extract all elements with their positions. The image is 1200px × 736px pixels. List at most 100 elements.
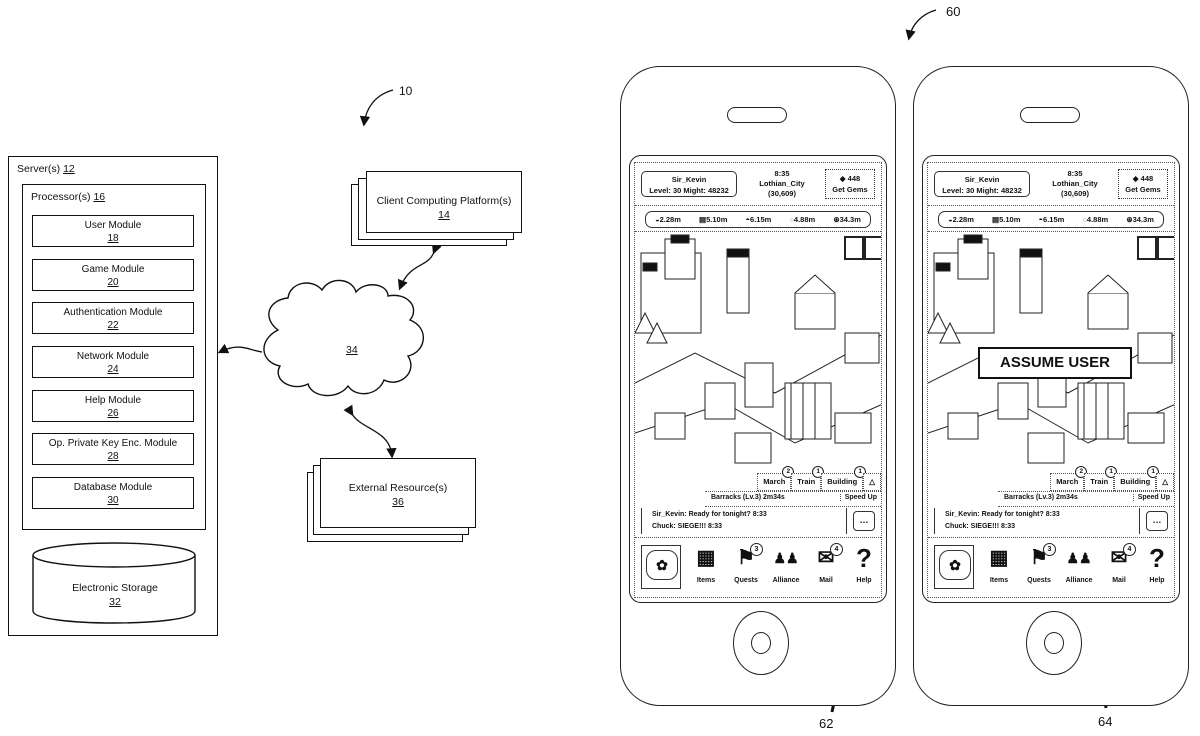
chat-message: Sir_Kevin: Ready for tonight? 8:33	[652, 511, 767, 518]
electronic-storage-label: Electronic Storage 32	[72, 582, 158, 608]
alliance-icon: ♟♟	[773, 550, 799, 566]
ref-arrow-10	[359, 89, 394, 127]
food-resource: ◒2.28m	[655, 215, 681, 224]
tab-items[interactable]: ▦Items	[980, 543, 1018, 595]
profile-avatar-button[interactable]: ✿	[934, 545, 974, 589]
avatar-icon: ✿	[939, 550, 971, 580]
get-gems-button[interactable]: ◆ 448 Get Gems	[825, 169, 875, 199]
speaker-slot	[1020, 107, 1080, 123]
gem-icon: ◆	[839, 174, 846, 183]
stone-icon: ◓	[745, 215, 751, 224]
chat-message: Sir_Kevin: Ready for tonight? 8:33	[945, 511, 1060, 518]
wood-icon: ▤	[699, 215, 707, 224]
stone-icon: ◓	[1038, 215, 1044, 224]
external-resources-box: External Resource(s)36	[320, 458, 476, 528]
stone-resource: ◓6.15m	[745, 215, 772, 224]
wood-resource: ▤5.10m	[992, 215, 1021, 224]
city-map-drawing	[928, 234, 1174, 464]
city-map[interactable]	[928, 233, 1174, 491]
city-map-drawing	[635, 234, 881, 464]
gold-resource: ⊛34.3m	[833, 215, 861, 224]
food-resource: ◒2.28m	[948, 215, 974, 224]
speed-up-button[interactable]: Speed Up	[839, 494, 877, 501]
tab-alliance[interactable]: ♟♟Alliance	[1060, 543, 1098, 595]
speaker-slot	[727, 107, 787, 123]
ref-arrow-60	[905, 9, 937, 41]
collapse-toggle[interactable]: △	[863, 473, 881, 491]
link-client-network	[397, 242, 442, 291]
tab-alliance[interactable]: ♟♟Alliance	[767, 543, 805, 595]
network-label: 34	[346, 344, 358, 356]
ore-icon: ◌	[1082, 215, 1087, 224]
tab-items[interactable]: ▦Items	[687, 543, 725, 595]
home-button[interactable]	[1026, 611, 1082, 675]
ore-resource: ◌4.88m	[789, 215, 816, 224]
profile-avatar-button[interactable]: ✿	[641, 545, 681, 589]
chat-bubble-button[interactable]: …	[853, 511, 875, 531]
ref-label-64: 64	[1098, 714, 1113, 729]
get-gems-button[interactable]: ◆ 448 Get Gems	[1118, 169, 1168, 199]
ore-resource: ◌4.88m	[1082, 215, 1109, 224]
stone-resource: ◓6.15m	[1038, 215, 1065, 224]
ore-icon: ◌	[789, 215, 794, 224]
wood-icon: ▤	[992, 215, 1000, 224]
ref-label-62: 62	[819, 716, 834, 731]
help-icon: ?	[1149, 543, 1165, 573]
gold-icon: ⊛	[833, 215, 840, 224]
network-cloud	[263, 279, 425, 397]
gold-resource: ⊛34.3m	[1126, 215, 1154, 224]
wood-resource: ▤5.10m	[699, 215, 728, 224]
alliance-icon: ♟♟	[1066, 550, 1092, 566]
items-icon: ▦	[696, 547, 716, 569]
ref-label-60: 60	[946, 4, 961, 19]
build-queue: Barracks (Lv.3) 2m34s Speed Up	[705, 491, 881, 507]
items-icon: ▦	[989, 547, 1009, 569]
chat-panel: Sir_Kevin: Ready for tonight? 8:33 Chuck…	[635, 507, 881, 538]
assume-user-button[interactable]: ASSUME USER	[978, 347, 1132, 379]
tab-help[interactable]: ?Help	[845, 543, 883, 595]
ref-label-10: 10	[399, 84, 413, 98]
home-button[interactable]	[733, 611, 789, 675]
gem-icon: ◆	[1132, 174, 1139, 183]
build-queue: Barracks (Lv.3) 2m34s Speed Up	[998, 491, 1174, 507]
link-server-network	[217, 343, 263, 354]
avatar-icon: ✿	[646, 550, 678, 580]
city-map[interactable]	[635, 233, 881, 491]
link-external-network	[343, 404, 397, 459]
gold-icon: ⊛	[1126, 215, 1133, 224]
speed-up-button[interactable]: Speed Up	[1132, 494, 1170, 501]
collapse-toggle[interactable]: △	[1156, 473, 1174, 491]
food-icon: ◒	[948, 215, 953, 224]
resource-bar: ◒2.28m ▤5.10m ◓6.15m ◌4.88m ⊛34.3m	[635, 207, 881, 232]
tab-help[interactable]: ?Help	[1138, 543, 1176, 595]
chat-bubble-button[interactable]: …	[1146, 511, 1168, 531]
resource-bar: ◒2.28m ▤5.10m ◓6.15m ◌4.88m ⊛34.3m	[928, 207, 1174, 232]
chat-panel: Sir_Kevin: Ready for tonight? 8:33 Chuck…	[928, 507, 1174, 538]
